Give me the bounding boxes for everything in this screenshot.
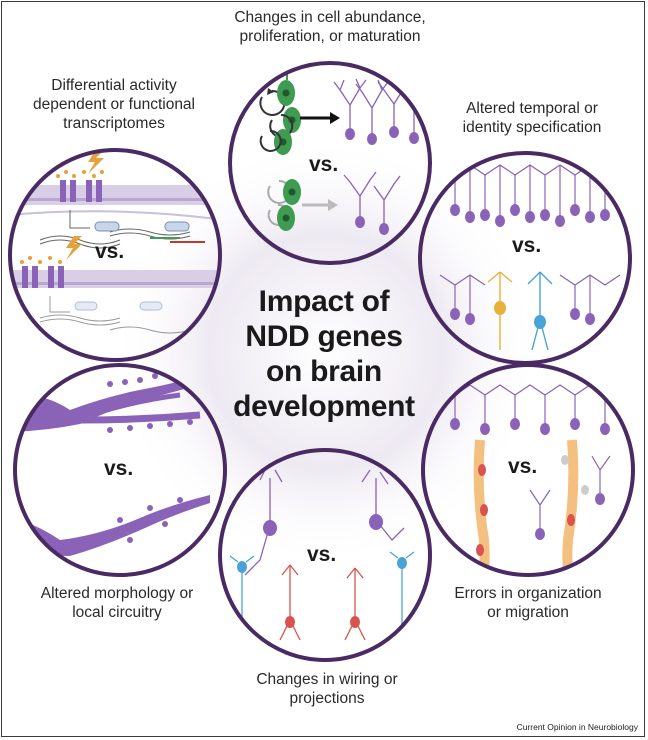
blue-neuron (527, 271, 553, 351)
purple-neurons-top (333, 78, 430, 135)
dendrite-upper (15, 372, 215, 432)
grey-progenitors-top (267, 179, 301, 231)
panel-bottom-illustration (229, 469, 415, 641)
label-upper-right: Altered temporal or identity specificati… (432, 99, 632, 137)
label-top-line2: proliferation, or maturation (239, 28, 421, 45)
label-bottom-line1: Changes in wiring or (256, 671, 398, 688)
label-lower-left: Altered morphology or local circuitry (12, 584, 222, 622)
center-title-line1: Impact of (258, 285, 390, 318)
label-upper-left: Differential activity dependent or funct… (14, 76, 214, 133)
lightning-top (88, 150, 104, 174)
lightning-bottom (66, 236, 82, 260)
vs-lower-left: vs. (104, 457, 134, 480)
panel-lower-right-ring (421, 363, 635, 577)
spines-upper (107, 367, 193, 433)
vs-bottom: vs. (307, 543, 337, 566)
vs-top: vs. (309, 153, 339, 176)
panel-top-illustration (259, 70, 430, 235)
spines-lower (117, 497, 183, 543)
panel-lower-left-illustration (15, 367, 215, 556)
panel-upper-left-illustration (10, 150, 220, 334)
label-lower-left-line2: local circuitry (72, 604, 162, 621)
vs-lower-right: vs. (508, 455, 538, 478)
label-lower-left-line1: Altered morphology or (40, 585, 194, 602)
panel-upper-right-ring (418, 151, 632, 365)
panel-upper-left-ring (8, 148, 222, 362)
journal-credit: Current Opinion in Neurobiology (516, 722, 638, 732)
center-title-line2: NDD genes (245, 320, 403, 353)
center-title-line3: on brain (266, 355, 382, 388)
vs-upper-right: vs. (512, 234, 542, 257)
center-title-line4: development (233, 390, 415, 423)
green-progenitors-top (259, 70, 301, 155)
panel-lower-left-ring (13, 363, 227, 577)
receptor-channels-top (60, 180, 102, 202)
label-top: Changes in cell abundance, proliferation… (188, 8, 472, 46)
label-lower-right-line1: Errors in organization (454, 585, 602, 602)
label-upper-right-line1: Altered temporal or (466, 100, 598, 117)
label-lower-right: Errors in organization or migration (428, 584, 628, 622)
label-top-line1: Changes in cell abundance, (234, 9, 426, 26)
label-bottom-line2: projections (289, 690, 365, 707)
dendrite-lower (15, 495, 210, 556)
red-neurons-bottom (279, 564, 366, 641)
label-bottom: Changes in wiring or projections (222, 670, 432, 708)
yellow-neuron (487, 271, 513, 350)
label-upper-left-line3: transcriptomes (63, 115, 165, 132)
panel-upper-right-illustration (439, 164, 621, 351)
label-lower-right-line2: or migration (487, 604, 569, 621)
label-upper-right-line2: identity specification (462, 119, 602, 136)
panel-top-ring (228, 61, 432, 265)
center-title: Impact of NDD genes on brain development (214, 284, 434, 424)
vs-upper-left: vs. (95, 240, 125, 263)
label-upper-left-line1: Differential activity (51, 77, 177, 94)
blue-neurons-bottom (229, 551, 415, 625)
panel-bottom-ring (218, 448, 432, 662)
label-upper-left-line2: dependent or functional (32, 96, 196, 113)
